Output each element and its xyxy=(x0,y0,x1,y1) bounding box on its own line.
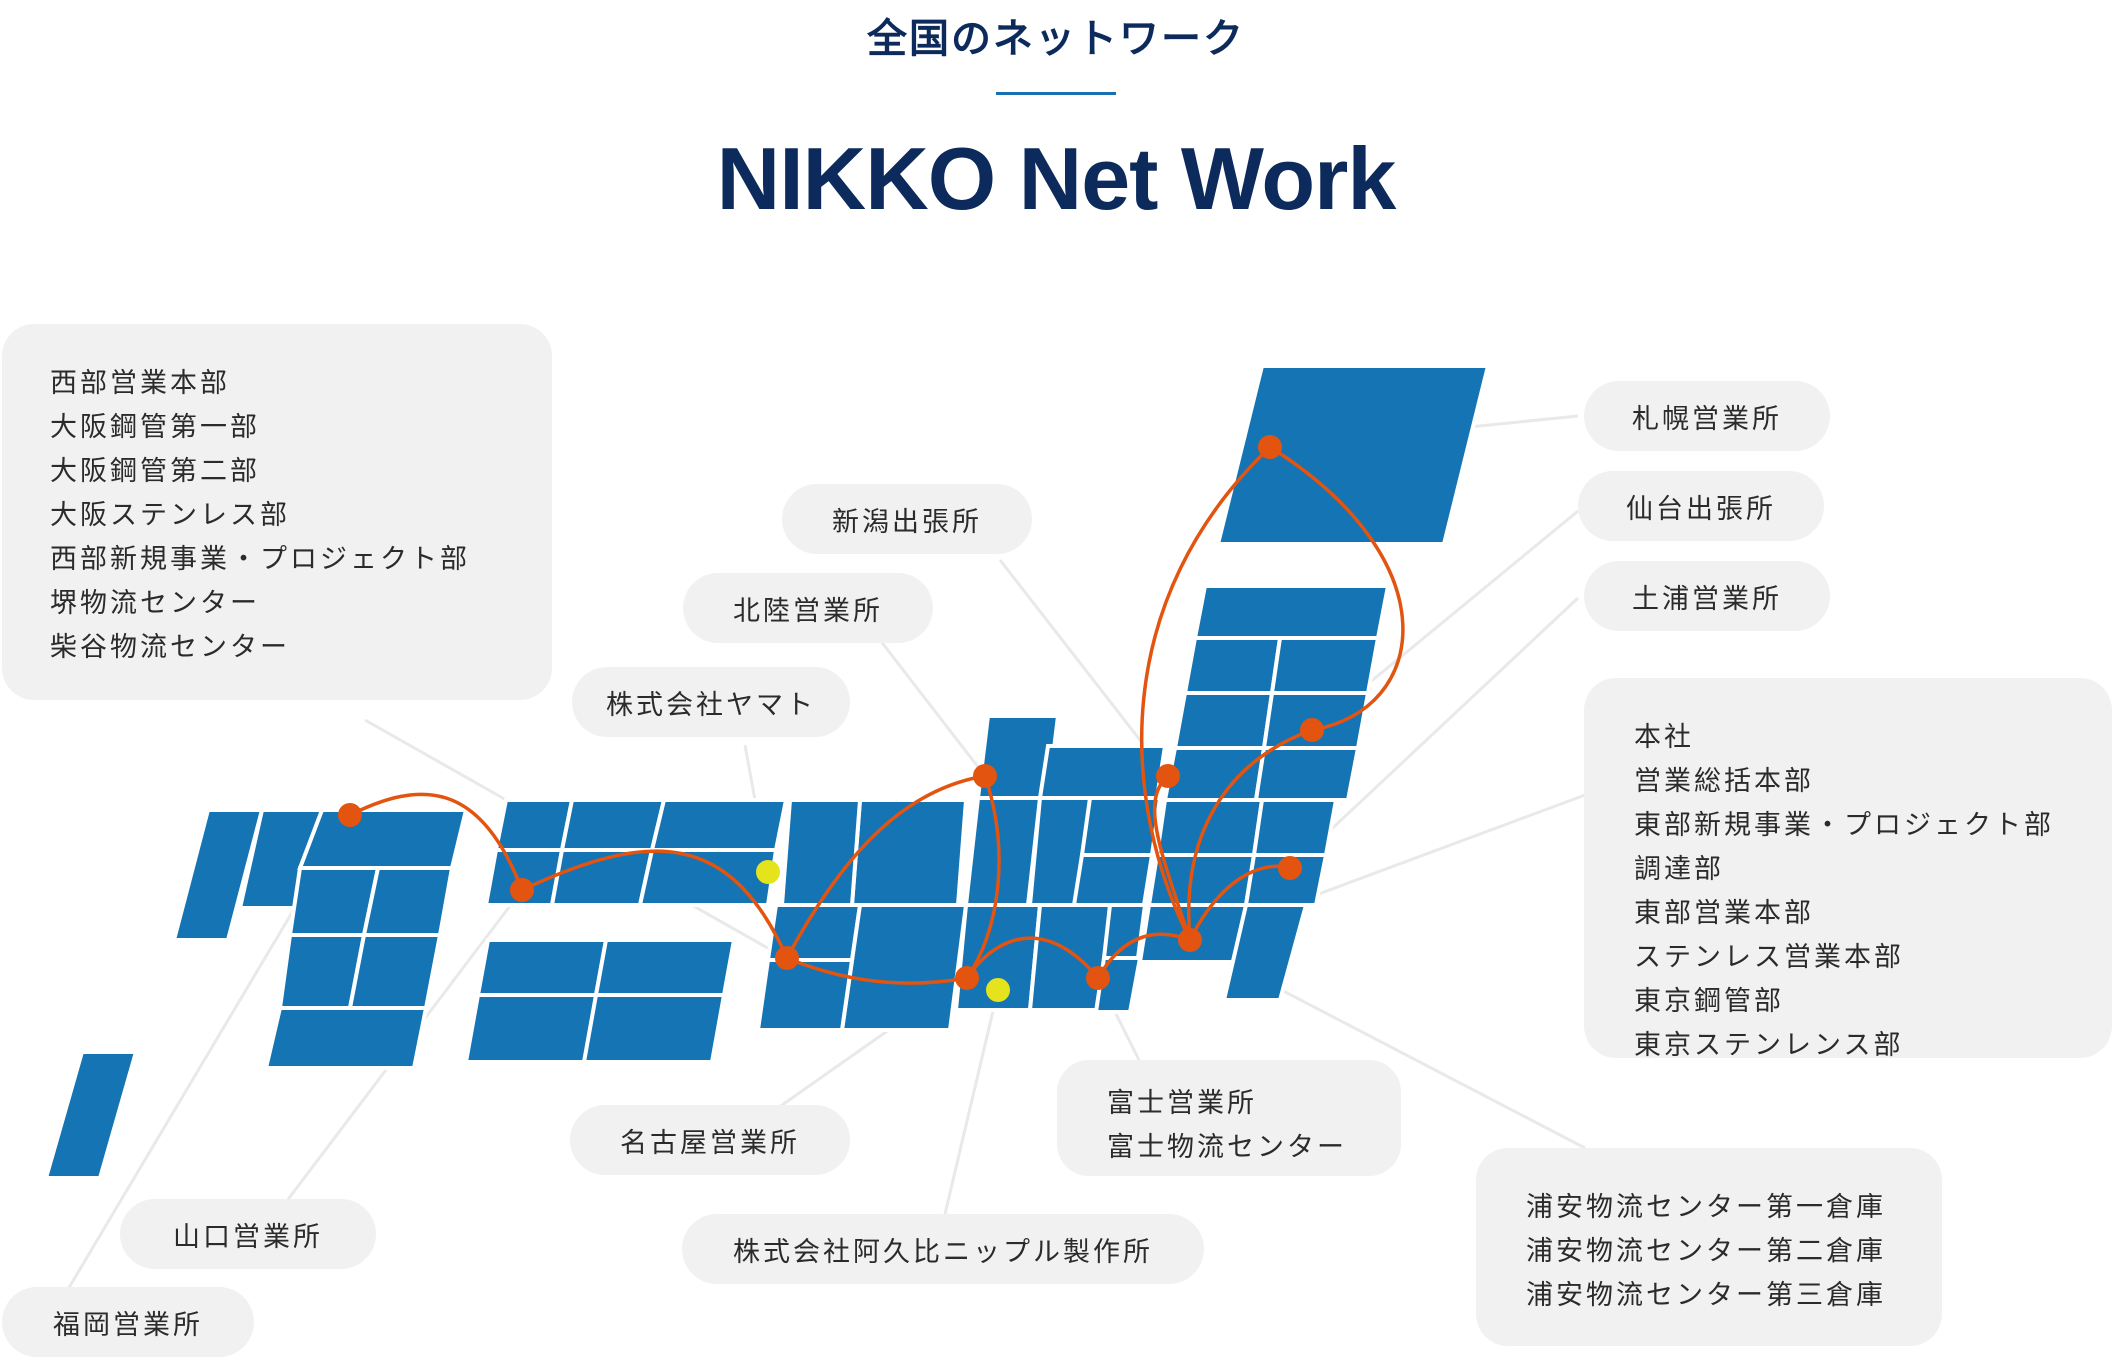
region xyxy=(1154,798,1265,857)
label-line: 浦安物流センター第三倉庫 xyxy=(1526,1280,1886,1311)
connector-line xyxy=(943,989,1000,1215)
region xyxy=(1192,584,1391,640)
route-lines xyxy=(349,445,1405,985)
region xyxy=(1253,746,1361,802)
label-west-hq: 西部営業本部 大阪鋼管第一部 大阪鋼管第二部 大阪ステンレス部 西部新規事業・プ… xyxy=(2,324,552,700)
region xyxy=(493,798,575,852)
title-divider xyxy=(996,92,1116,95)
office-dot-fuji xyxy=(1086,966,1110,990)
route-line xyxy=(1140,445,1272,941)
label-line: 富士営業所 xyxy=(1107,1088,1257,1119)
label-line: 東京ステンレンス部 xyxy=(1634,1030,1904,1061)
region xyxy=(1162,746,1267,802)
office-dot-fukuoka xyxy=(510,878,534,902)
label-nagoya: 名古屋営業所 xyxy=(570,1105,850,1175)
region xyxy=(839,903,969,1032)
region xyxy=(1101,903,1148,960)
office-dot-sendai xyxy=(1300,718,1324,742)
partner-dot-yamato xyxy=(756,860,780,884)
label-line: 大阪ステンレス部 xyxy=(50,500,290,531)
label-fuji: 富士営業所 富士物流センター xyxy=(1057,1060,1401,1176)
label-line: 浦安物流センター第二倉庫 xyxy=(1526,1236,1886,1267)
route-line xyxy=(521,849,789,959)
region xyxy=(361,866,455,937)
partner-dot-akyuhi xyxy=(986,978,1010,1002)
region xyxy=(263,1006,429,1070)
office-dot-nagoya xyxy=(955,966,979,990)
label-hokuriku: 北陸営業所 xyxy=(683,573,933,643)
label-line: 東京鋼管部 xyxy=(1634,986,1784,1017)
office-dots xyxy=(338,435,1324,990)
label-line: 西部新規事業・プロジェクト部 xyxy=(50,544,470,575)
partner-dots xyxy=(756,860,1010,1002)
label-line: 堺物流センター xyxy=(50,588,260,619)
label-line: 大阪鋼管第一部 xyxy=(50,412,260,443)
label-sapporo: 札幌営業所 xyxy=(1584,381,1830,451)
page-title: NIKKO Net Work xyxy=(716,129,1397,228)
region xyxy=(1269,636,1381,695)
connector-line xyxy=(1288,596,1580,870)
label-yamaguchi: 山口営業所 xyxy=(120,1199,376,1269)
office-dot-hokuriku xyxy=(973,764,997,788)
region xyxy=(649,798,789,852)
route-line xyxy=(349,792,524,891)
label-line: 調達部 xyxy=(1634,854,1724,885)
region xyxy=(849,798,969,907)
label-akyuhi: 株式会社阿久比ニップル製作所 xyxy=(682,1214,1204,1284)
region xyxy=(1071,853,1155,907)
region xyxy=(963,796,1043,907)
label-line: 富士物流センター xyxy=(1107,1132,1347,1163)
route-line xyxy=(965,775,1001,979)
label-tsuchiura: 土浦営業所 xyxy=(1584,561,1830,631)
page-subtitle: 全国のネットワーク xyxy=(867,16,1245,62)
label-line: 営業総括本部 xyxy=(1634,766,1814,797)
region xyxy=(297,808,469,870)
region xyxy=(463,993,599,1064)
label-line: 東部営業本部 xyxy=(1634,898,1814,929)
label-line: 本社 xyxy=(1634,722,1694,753)
region xyxy=(347,933,443,1010)
office-dot-sapporo xyxy=(1258,435,1282,459)
label-line: ステンレス営業本部 xyxy=(1634,942,1904,973)
region xyxy=(171,808,265,942)
route-line xyxy=(1187,728,1313,941)
region xyxy=(581,993,727,1064)
label-yamato: 株式会社ヤマト xyxy=(572,667,850,737)
label-line: 大阪鋼管第二部 xyxy=(50,456,260,487)
region xyxy=(779,798,863,907)
region xyxy=(1172,691,1275,750)
label-line: 東部新規事業・プロジェクト部 xyxy=(1634,810,2054,841)
region xyxy=(1251,798,1339,857)
label-sendai: 仙台出張所 xyxy=(1578,471,1824,541)
label-head-office: 本社 営業総括本部 東部新規事業・プロジェクト部 調達部 東部営業本部 ステンレ… xyxy=(1584,678,2112,1061)
region xyxy=(593,938,737,997)
region xyxy=(637,848,779,907)
route-line xyxy=(1152,774,1192,941)
label-fukuoka: 福岡営業所 xyxy=(2,1287,254,1357)
office-dot-yamaguchi xyxy=(338,803,362,827)
label-niigata: 新潟出張所 xyxy=(782,484,1032,554)
region xyxy=(1182,636,1283,695)
office-dot-tsuchiura xyxy=(1278,856,1302,880)
office-dot-niigata xyxy=(1156,764,1180,788)
route-line xyxy=(785,774,986,959)
route-line xyxy=(1096,932,1191,979)
label-line: 柴谷物流センター xyxy=(50,632,290,663)
label-line: 浦安物流センター第一倉庫 xyxy=(1526,1192,1886,1223)
office-dot-osaka xyxy=(775,946,799,970)
region xyxy=(559,798,667,852)
region-okinawa xyxy=(43,1050,139,1180)
label-line: 西部営業本部 xyxy=(50,368,230,399)
label-urayasu: 浦安物流センター第一倉庫 浦安物流センター第二倉庫 浦安物流センター第三倉庫 xyxy=(1476,1148,1942,1346)
route-line xyxy=(965,936,1100,980)
region xyxy=(475,938,609,997)
office-dot-tokyo xyxy=(1178,928,1202,952)
connector-line xyxy=(878,639,987,777)
route-line xyxy=(1269,445,1405,732)
region xyxy=(1221,903,1309,1002)
region xyxy=(755,958,855,1032)
route-line xyxy=(786,956,968,985)
